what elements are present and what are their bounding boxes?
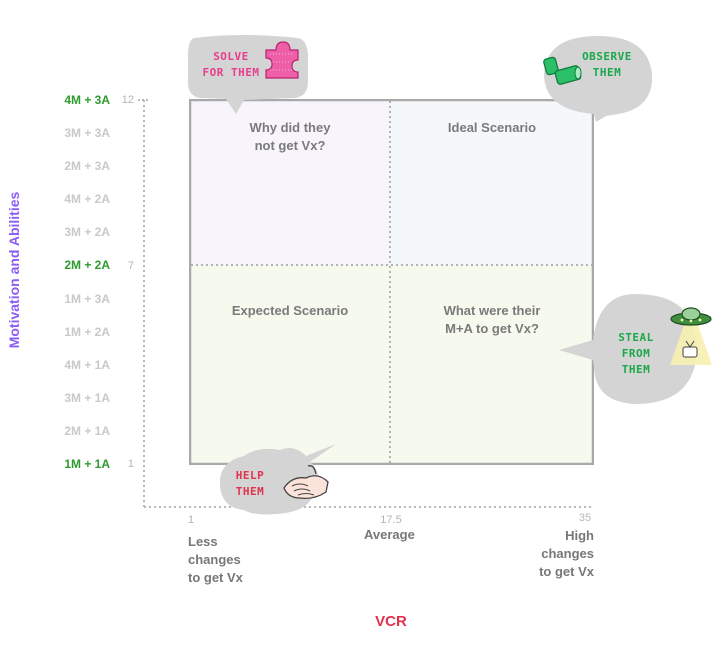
y-axis-label: 4M + 3A <box>64 93 110 107</box>
solve-bubble-text: SOLVE FOR THEM <box>202 50 260 79</box>
quadrant-top-right <box>390 99 594 265</box>
quadrant-bottom-right <box>390 265 594 465</box>
y-axis-label: 2M + 2A <box>64 258 110 273</box>
ufo-icon <box>670 307 712 365</box>
y-tick-12: 12 <box>121 94 134 106</box>
observe-bubble <box>544 36 653 122</box>
x-tick-1: 1 <box>187 514 195 526</box>
y-axis-label: 1M + 1A <box>64 457 110 471</box>
quadrant-top-left <box>189 99 390 265</box>
y-axis-label: 1M + 2A <box>64 324 110 339</box>
quadrant-bottom-left-label: Expected Scenario <box>231 303 349 318</box>
binoculars-icon <box>543 56 582 85</box>
help-bubble-text: HELP THEM <box>235 469 265 498</box>
observe-bubble-text: OBSERVE THEM <box>582 50 632 79</box>
y-axis-label: 1M + 3A <box>64 291 110 306</box>
y-axis-label: 2M + 3A <box>64 159 110 174</box>
handshake-icon <box>283 465 329 500</box>
puzzle-piece-icon <box>265 41 299 79</box>
x-tick-35: 35 <box>578 512 592 524</box>
steal-bubble <box>559 294 697 404</box>
y-axis-label: 3M + 3A <box>64 126 110 141</box>
quadrant-top-right-label: Ideal Scenario <box>447 120 537 135</box>
quadrant-bottom-right-label: What were their M+A to get Vx? <box>443 303 541 336</box>
y-axis-label: 3M + 1A <box>64 390 110 405</box>
y-axis-label: 3M + 2A <box>64 225 110 240</box>
x-axis-title: VCR <box>375 613 407 630</box>
y-tick-7: 7 <box>127 260 134 272</box>
quadrant-matrix: Why did they not get Vx? Ideal Scenario … <box>189 99 594 465</box>
steal-bubble-text: STEAL FROM THEM <box>618 331 654 376</box>
x-label-less: Less changes to get Vx <box>188 534 243 585</box>
quadrant-top-left-label: Why did they not get Vx? <box>249 120 331 153</box>
y-axis-label: 4M + 2A <box>64 192 110 207</box>
y-axis-label: 2M + 1A <box>64 423 110 438</box>
x-tick-17-5: 17.5 <box>380 514 402 526</box>
y-tick-1: 1 <box>127 458 134 470</box>
x-label-average: Average <box>364 527 415 542</box>
quadrant-bottom-left <box>189 265 390 465</box>
x-label-high: High changes to get Vx <box>539 528 594 579</box>
y-axis-label: 4M + 1A <box>64 357 110 372</box>
